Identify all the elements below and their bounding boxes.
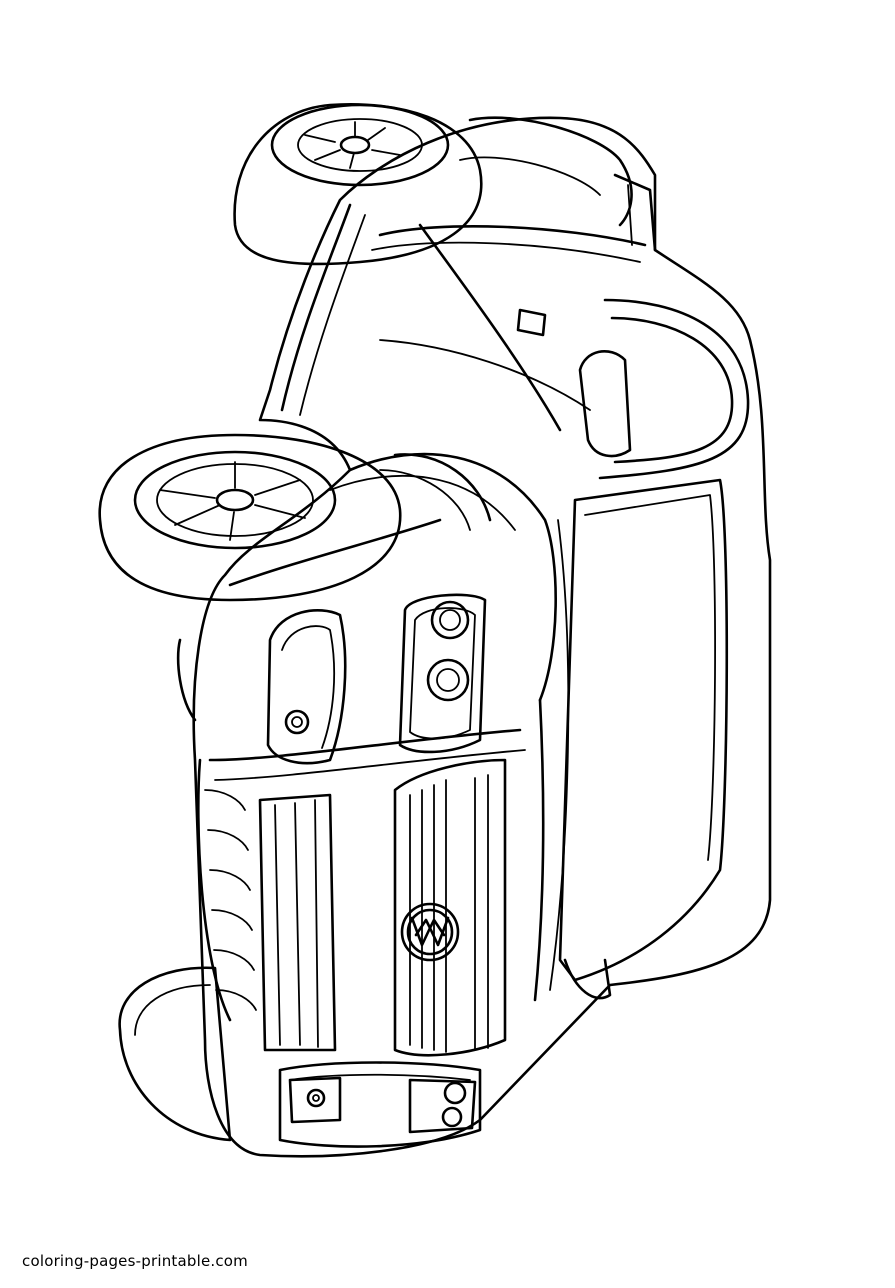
- rear-fender: [459, 116, 657, 252]
- truck-body: [192, 116, 772, 1158]
- vw-logo: [400, 902, 460, 962]
- headlight-cluster: [398, 593, 487, 754]
- grille: [258, 758, 507, 1057]
- side-step: [563, 958, 612, 1000]
- front-wheel: [98, 433, 402, 602]
- watermark-text: coloring-pages-printable.com: [22, 1252, 248, 1270]
- front-bumper: [278, 1061, 482, 1148]
- bottom-wheel: [118, 966, 232, 1142]
- fender-light: [266, 609, 347, 765]
- front-fender: [176, 453, 492, 722]
- side-vents: [197, 758, 257, 1022]
- rear-wheel: [233, 103, 483, 266]
